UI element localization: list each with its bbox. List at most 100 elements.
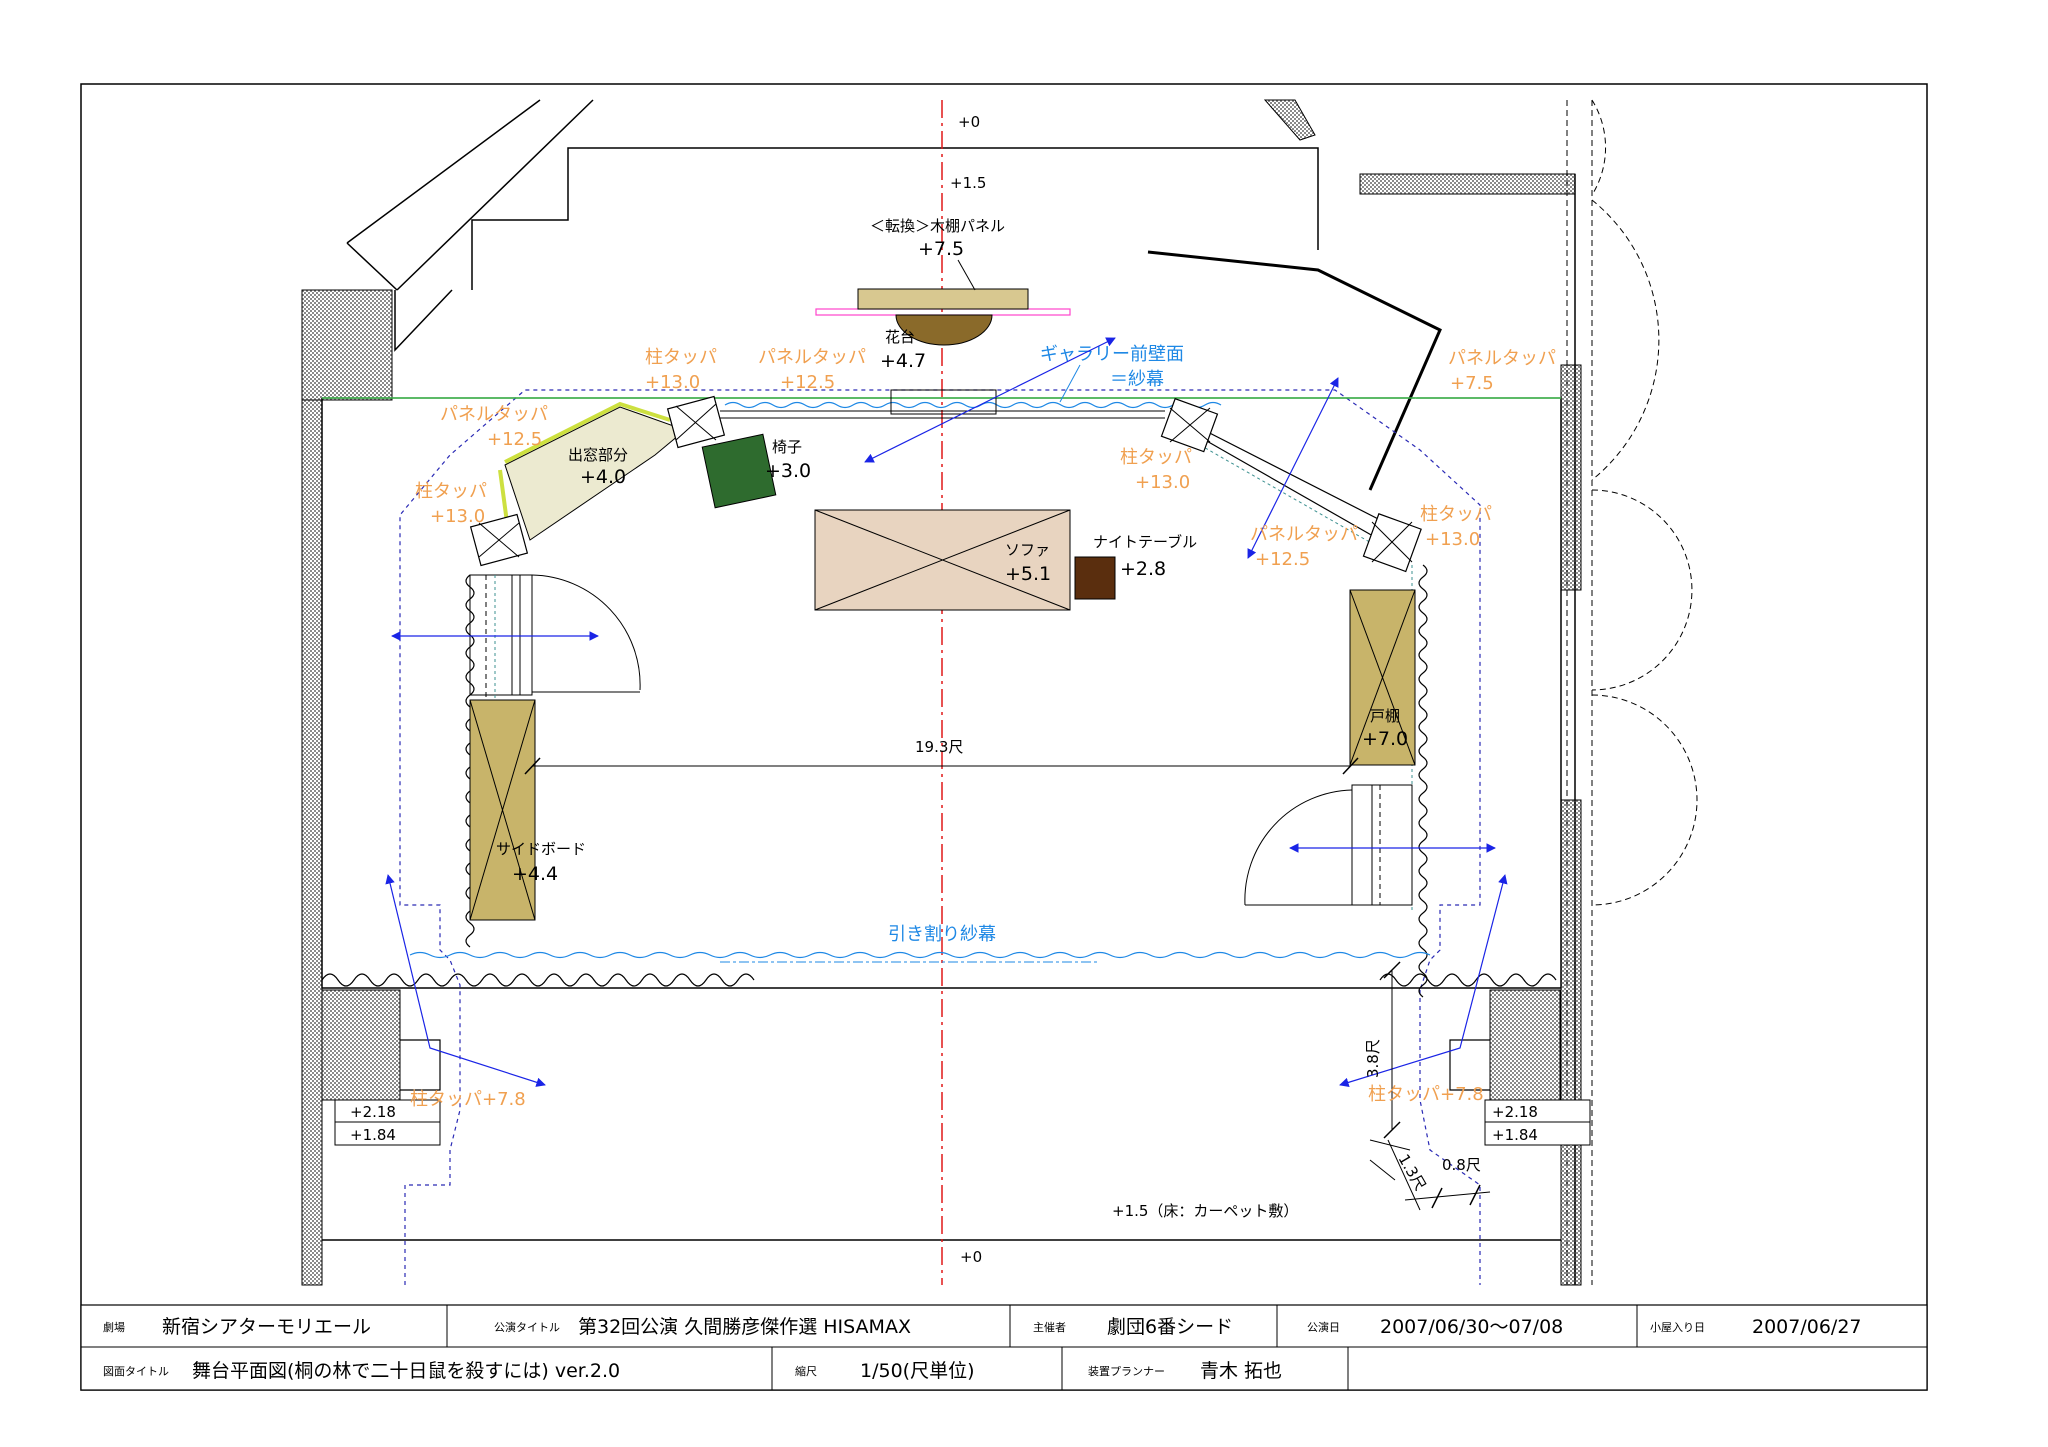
- pillar-top-left: [666, 395, 726, 449]
- bay-window-title: 出窓部分: [568, 446, 628, 464]
- left-level-184: +1.84: [350, 1126, 396, 1144]
- dim-13-tick-b: [1369, 1159, 1396, 1181]
- dim-13-tick-a: [1369, 1139, 1411, 1151]
- panel-2-value: +12.5: [487, 429, 542, 450]
- dim-08-tick-b: [1469, 1184, 1481, 1206]
- flower-stand: 花台 +4.7: [880, 314, 993, 372]
- right-door-swing: [1244, 789, 1353, 906]
- dim-08-label: 0.8尺: [1442, 1156, 1481, 1174]
- front-curtain-wave: [321, 973, 755, 987]
- right-wall-hatch-1: [1560, 364, 1582, 591]
- night-table: ナイトテーブル +2.8: [1074, 533, 1197, 600]
- wood-panel-leader: [957, 259, 976, 291]
- wood-panel-level: +7.5: [918, 238, 964, 260]
- right-wall-hatch-2: [1560, 799, 1582, 1286]
- left-door-frame: [469, 574, 533, 696]
- cabinet-level: +7.0: [1362, 728, 1408, 750]
- top-right-hatch-bar: [1359, 173, 1576, 195]
- arrow-gallery: [864, 337, 1116, 463]
- flower-stand-title: 花台: [885, 328, 915, 346]
- dim-38-tick-top: [1383, 961, 1401, 979]
- left-step-outline: [400, 1039, 441, 1091]
- pillar-2-name: 柱タッパ: [415, 481, 487, 502]
- front-curtain-wave-right: [1379, 973, 1557, 987]
- left-door-swing: [531, 574, 641, 691]
- theater-value: 新宿シアターモリエール: [162, 1316, 371, 1338]
- night-table-level: +2.8: [1120, 558, 1166, 580]
- level-floor: +1.5（床：カーペット敷）: [1112, 1202, 1298, 1220]
- right-level-218: +2.18: [1492, 1103, 1538, 1121]
- level-bottom: +0: [960, 1248, 982, 1266]
- planner-key: 装置プランナー: [1088, 1365, 1165, 1378]
- sofa-x2: [814, 509, 1071, 611]
- dates-value: 2007/06/30〜07/08: [1380, 1316, 1563, 1338]
- panel-2-name: パネルタッパ: [440, 404, 548, 425]
- right-set: 戸棚 +7.0: [1160, 397, 1428, 998]
- sofa: ソファ +5.1: [814, 509, 1071, 611]
- panel-3-name: パネルタッパ: [1448, 348, 1556, 369]
- top-right-hatch-block: [1263, 99, 1316, 141]
- panel-1-value: +12.5: [780, 372, 835, 393]
- diagonal-wall-cap: [346, 242, 398, 291]
- theater-key: 劇場: [103, 1320, 125, 1334]
- left-set: 出窓部分 +4.0 サイドボード +4.4: [465, 395, 726, 948]
- tappa-labels: 柱タッパ +13.0 パネルタッパ +12.5 パネルタッパ +12.5 柱タッ…: [410, 347, 1556, 1110]
- pillar-right: [1362, 513, 1422, 573]
- load-in-key: 小屋入り日: [1650, 1321, 1705, 1334]
- sliding-gauze-label: 引き割り紗幕: [888, 924, 996, 945]
- right-step-outline: [1449, 1039, 1490, 1091]
- gallery-sub: ＝紗幕: [1110, 369, 1164, 390]
- dates-key: 公演日: [1307, 1320, 1340, 1334]
- door-swing-3: [1591, 489, 1693, 691]
- right-low-tappa: 柱タッパ+7.8: [1368, 1084, 1484, 1105]
- wood-panel-title: ＜転換＞木棚パネル: [870, 217, 1005, 235]
- diagonal-panel-top-right: [1147, 250, 1442, 491]
- organizer-key: 主催者: [1033, 1320, 1066, 1334]
- wood-panel-edge: [815, 308, 1071, 316]
- gallery-gauze-wave: [724, 401, 1222, 409]
- gallery-title: ギャラリー前壁面: [1040, 344, 1184, 365]
- right-lower-hatch: [1489, 989, 1561, 1101]
- back-room-outline: [471, 147, 1319, 290]
- show-value: 第32回公演 久間勝彦傑作選 HISAMAX: [578, 1316, 911, 1338]
- show-key: 公演タイトル: [494, 1320, 560, 1334]
- arrow-right-low: [1339, 874, 1508, 1088]
- dim-08-tick-a: [1431, 1187, 1443, 1209]
- sliding-gauze: 引き割り紗幕: [321, 924, 1557, 987]
- door-swing-4: [1591, 694, 1698, 906]
- pillar-2-value: +13.0: [430, 506, 485, 527]
- dim-08-line: [1404, 1191, 1491, 1201]
- bay-window-edge-top: [504, 401, 671, 464]
- diagonal-wall-box: [394, 289, 453, 352]
- pillar-4-value: +13.0: [1425, 529, 1480, 550]
- gallery-center-box: [890, 389, 997, 415]
- sideboard-level: +4.4: [512, 863, 558, 885]
- night-table-title: ナイトテーブル: [1093, 533, 1197, 551]
- width-dim-tick-r: [1342, 757, 1359, 775]
- wood-panel-body: [857, 288, 1029, 310]
- pillar-4-name: 柱タッパ: [1420, 504, 1492, 525]
- dim-13-label: 1.3尺: [1395, 1151, 1430, 1194]
- width-dimension: 19.3尺: [524, 738, 1359, 775]
- width-dim-tick-l: [524, 757, 541, 775]
- night-table-shape: [1074, 556, 1116, 600]
- left-wall-hatch: [301, 289, 323, 1286]
- chair: 椅子 +3.0: [701, 433, 811, 509]
- set-dashed-outline-left: [399, 389, 1481, 1285]
- arrow-right-panel: [1247, 377, 1339, 559]
- sideboard-title: サイドボード: [496, 840, 586, 858]
- door-swing-2: [1591, 199, 1660, 481]
- wood-panel: ＜転換＞木棚パネル +7.5: [815, 217, 1071, 316]
- pillar-1-value: +13.0: [645, 372, 700, 393]
- sliding-gauze-wave: [409, 951, 1431, 959]
- left-level-218: +2.18: [350, 1103, 396, 1121]
- planner-value: 青木 拓也: [1200, 1360, 1282, 1382]
- door-swing-1: [1591, 99, 1606, 196]
- pillar-left: [469, 513, 529, 567]
- chair-level: +3.0: [765, 460, 811, 482]
- right-wall-wave: [1418, 564, 1428, 998]
- width-dim-label: 19.3尺: [915, 738, 963, 756]
- sofa-level: +5.1: [1005, 563, 1051, 585]
- cabinet-title: 戸棚: [1370, 707, 1400, 725]
